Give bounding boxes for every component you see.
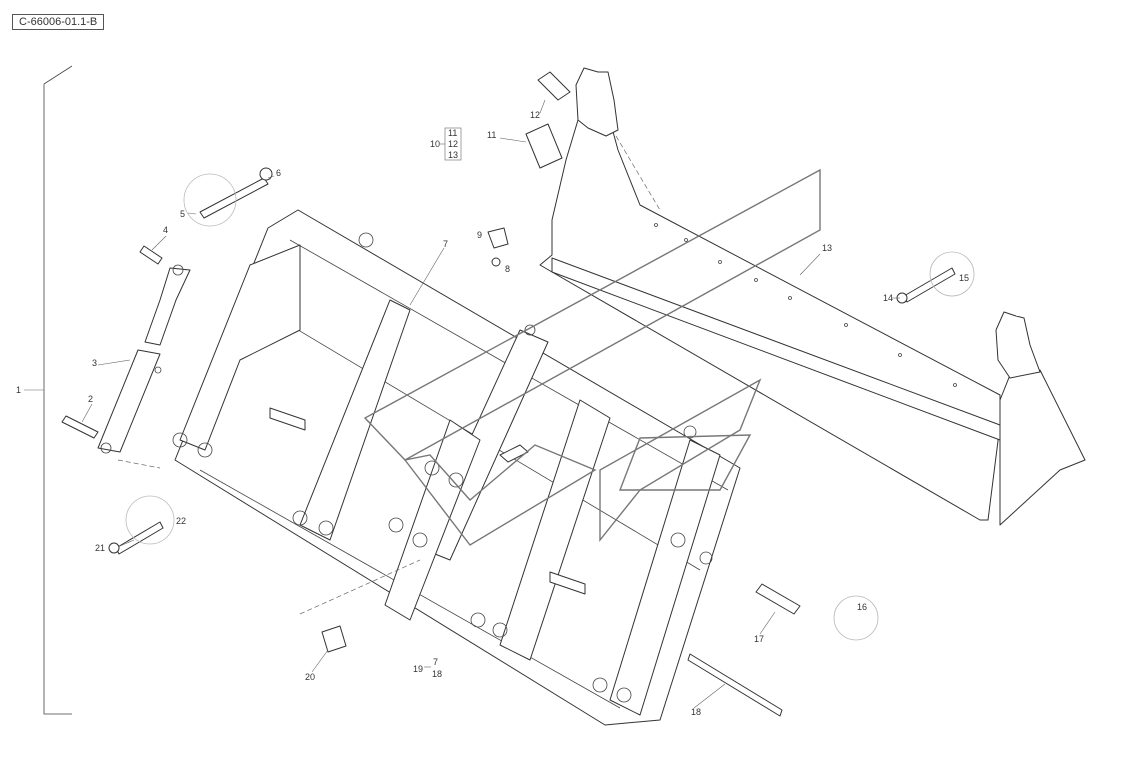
grease-fitting-part-8-9: [487, 227, 509, 267]
detail-callout-circles: [125, 173, 975, 641]
bushing-part-12: [537, 71, 571, 101]
callout-14: 14: [883, 293, 893, 303]
callout-4: 4: [163, 225, 168, 235]
callout-6: 6: [276, 168, 281, 178]
assembly-bracket: [24, 65, 73, 715]
callout-5: 5: [180, 209, 185, 219]
callout-15: 15: [959, 273, 969, 283]
pin-part-17: [755, 583, 801, 615]
label-leader-lines: [81, 99, 900, 709]
hydraulic-cylinder-part: [97, 264, 191, 454]
grouped-callout-bracket: [424, 127, 462, 668]
callout-labels: 1 2 3 4 5 6 7 8 9 10 11 11 12 12 13 13 1…: [16, 110, 969, 717]
bushing-part-20: [321, 625, 347, 653]
callout-7: 7: [443, 239, 448, 249]
bolt-part-6: [199, 167, 273, 219]
callout-17: 17: [754, 634, 764, 644]
callout-13: 13: [822, 243, 832, 253]
bolt-part-21: [108, 521, 164, 555]
callout-1: 1: [16, 385, 21, 395]
bolt-part-14: [896, 267, 956, 304]
watermark-logo: [363, 168, 821, 546]
callout-3: 3: [92, 358, 97, 368]
callout-11-group: 11: [448, 128, 457, 138]
callout-9: 9: [477, 230, 482, 240]
callout-18: 18: [691, 707, 701, 717]
callout-18-group: 18: [432, 669, 442, 679]
upper-bucket-part: [539, 67, 1086, 526]
callout-19: 19: [413, 664, 423, 674]
callout-21: 21: [95, 543, 105, 553]
callout-12: 12: [530, 110, 540, 120]
callout-7-group: 7: [433, 657, 438, 667]
callout-2: 2: [88, 394, 93, 404]
pin-part-18: [687, 653, 783, 717]
callout-13-group: 13: [448, 150, 458, 160]
callout-10: 10: [430, 139, 440, 149]
callout-8: 8: [505, 264, 510, 274]
pin-part-4: [139, 245, 163, 265]
pin-part-2: [61, 415, 99, 439]
wear-plate-part-11: [525, 123, 563, 169]
callout-20: 20: [305, 672, 315, 682]
callout-12-group: 12: [448, 139, 458, 149]
assembly-guide-lines: [117, 135, 661, 615]
callout-11: 11: [487, 130, 496, 140]
callout-22: 22: [176, 516, 186, 526]
drawing-reference-code: C-66006-01.1-B: [12, 14, 105, 30]
callout-16: 16: [857, 602, 867, 612]
main-bucket-frame: [172, 209, 741, 726]
